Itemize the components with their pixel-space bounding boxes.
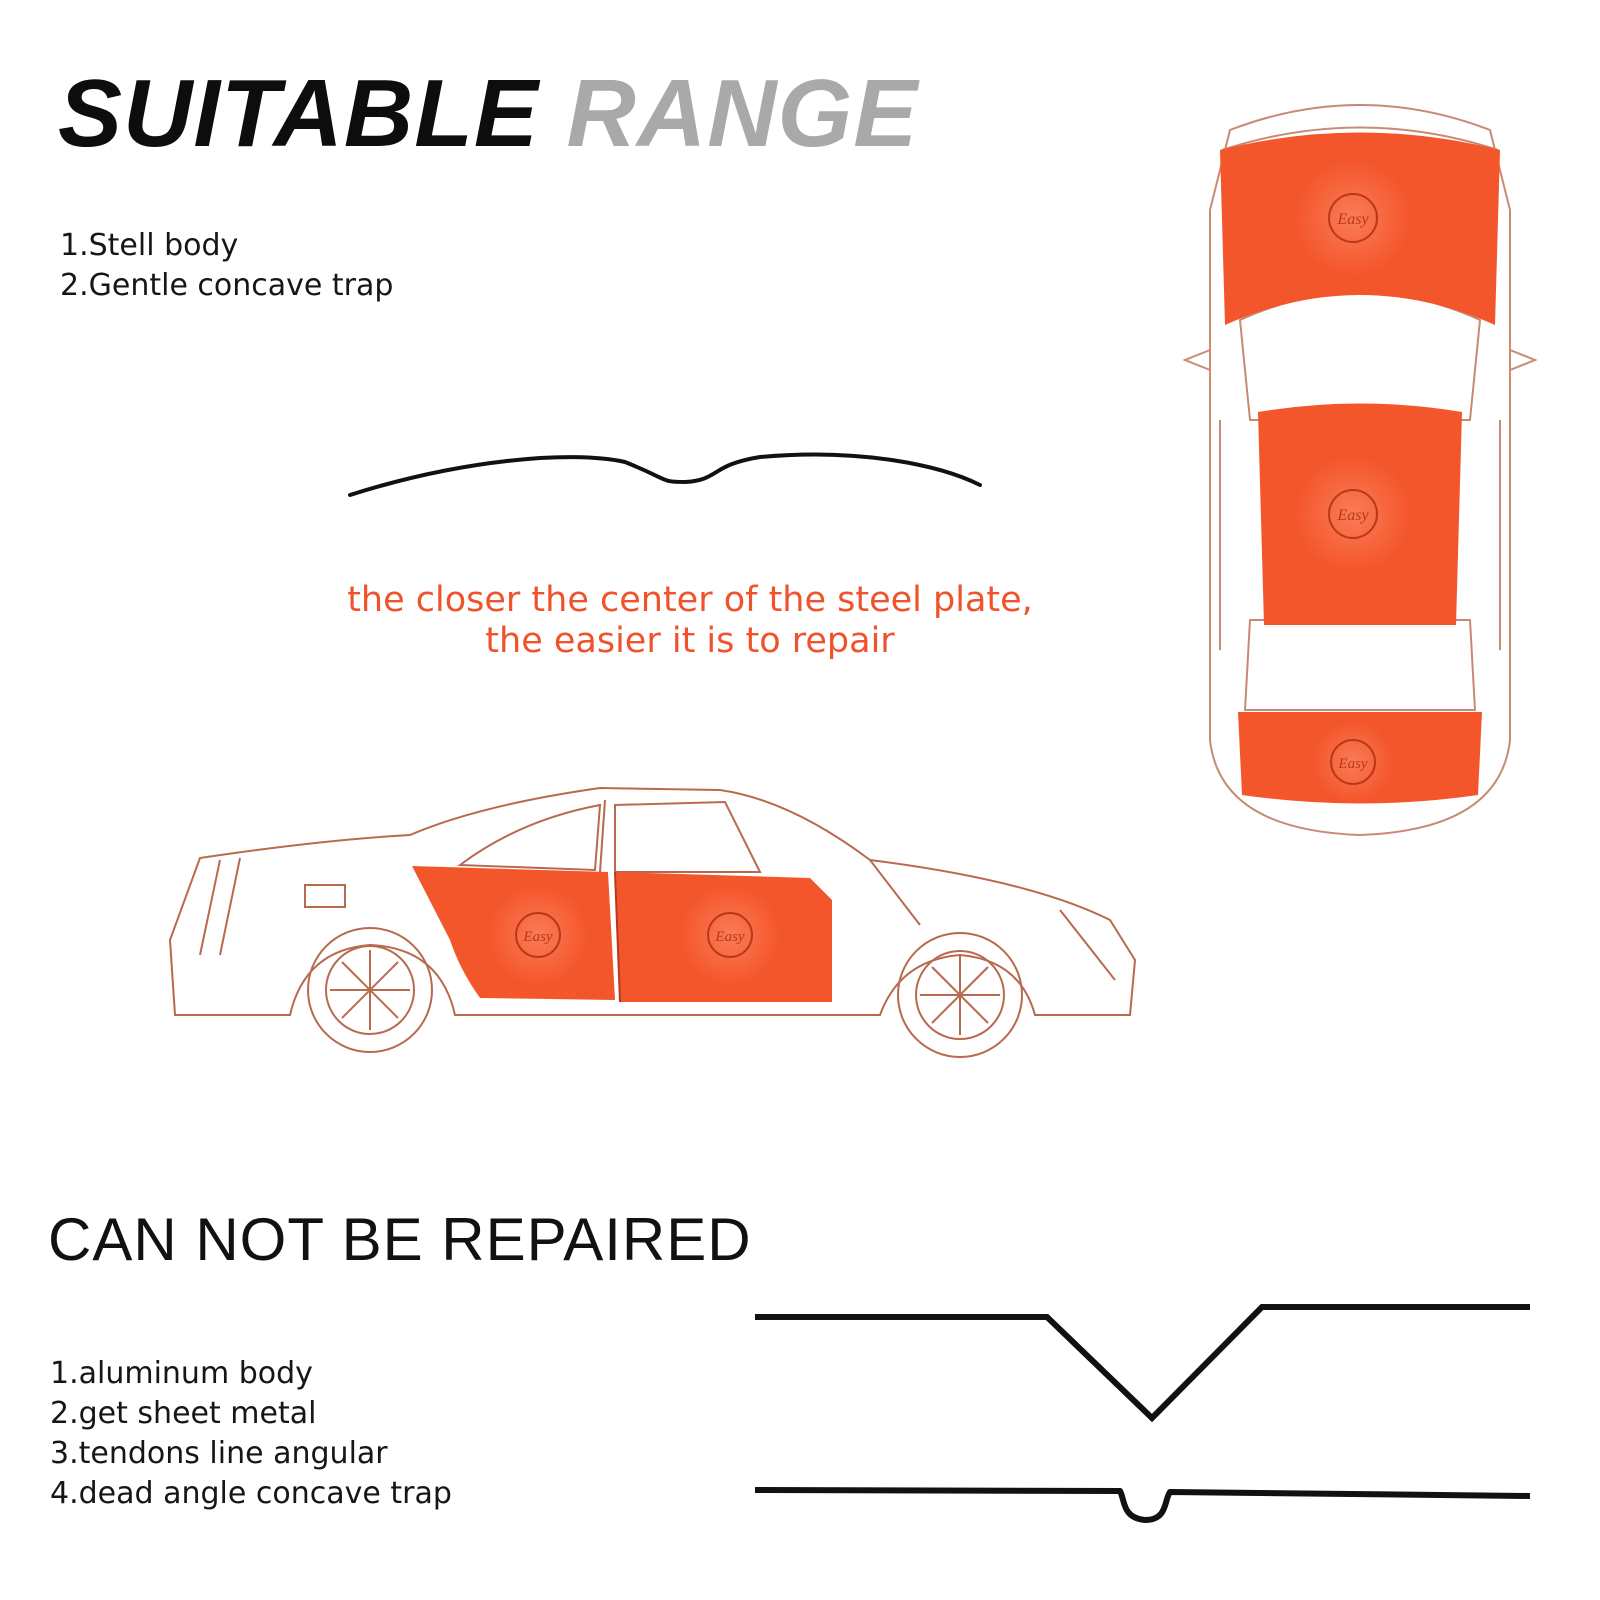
car-top-roof-panel: Easy (1258, 403, 1462, 625)
suitable-item: 2.Gentle concave trap (60, 268, 394, 303)
can-not-be-repaired-title: CAN NOT BE REPAIRED (48, 1206, 752, 1273)
easy-badge-label: Easy (1336, 507, 1369, 524)
not-repairable-item: 4.dead angle concave trap (50, 1476, 452, 1511)
gentle-dent-profile (348, 452, 982, 497)
title-word-range: RANGE (566, 60, 919, 167)
suitable-list: 1.Stell body 2.Gentle concave trap (60, 226, 393, 306)
car-side-front-door-panel: Easy (615, 872, 832, 1002)
suitable-item: 1.Stell body (60, 228, 239, 263)
easy-badge-label: Easy (1337, 756, 1368, 772)
not-repairable-item: 2.get sheet metal (50, 1396, 317, 1431)
car-side-view-illustration: Easy Easy (168, 786, 1137, 1058)
not-repairable-item: 3.tendons line angular (50, 1436, 388, 1471)
not-repairable-list: 1.aluminum body 2.get sheet metal 3.tend… (50, 1354, 452, 1514)
easy-badge-label: Easy (522, 929, 553, 945)
car-top-hood-panel: Easy (1220, 132, 1500, 325)
dead-angle-dent-profile (754, 1487, 1531, 1523)
not-repairable-item: 1.aluminum body (50, 1356, 313, 1391)
car-top-trunk-panel: Easy (1238, 712, 1482, 804)
repair-note-line-2: the easier it is to repair (485, 621, 895, 661)
title-word-suitable: SUITABLE (58, 60, 539, 167)
suitable-range-title: SUITABLE RANGE (58, 66, 918, 162)
car-top-view-illustration: Easy Easy Easy (1182, 104, 1538, 837)
car-side-rear-door-panel: Easy (412, 866, 615, 1000)
sharp-v-dent-profile (755, 1304, 1530, 1423)
repair-note-line-1: the closer the center of the steel plate… (347, 580, 1033, 620)
repair-note: the closer the center of the steel plate… (300, 580, 1080, 662)
easy-badge-label: Easy (1336, 211, 1369, 228)
easy-badge-label: Easy (714, 929, 745, 945)
